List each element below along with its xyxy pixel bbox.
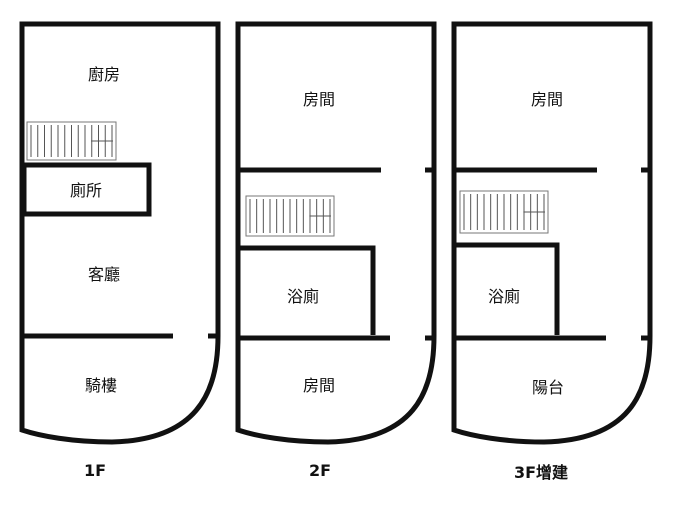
floor-1f-toilet-walls	[21, 162, 152, 217]
room-label-living-room: 客廳	[88, 265, 120, 284]
room-label-2f-bedroom-top: 房間	[303, 90, 335, 109]
room-label-2f-bathroom: 浴廁	[287, 287, 319, 306]
floor-3f-bathroom-walls	[456, 242, 560, 335]
floor-1f-stairs	[26, 121, 117, 161]
room-label-3f-bedroom: 房間	[531, 90, 563, 109]
floor-3f-stairs	[459, 190, 549, 234]
room-label-3f-bathroom: 浴廁	[488, 287, 520, 306]
room-label-3f-balcony: 陽台	[532, 378, 564, 397]
room-label-arcade: 騎樓	[85, 376, 117, 395]
room-label-kitchen: 廚房	[88, 65, 120, 84]
floor-1f-outline	[19, 21, 221, 445]
floor-3f: 房間 浴廁 陽台 3F增建	[451, 21, 653, 482]
floor-3f-outline	[451, 21, 653, 445]
floor-2f-outline	[235, 21, 437, 445]
floor-label-2f: 2F	[309, 461, 331, 480]
floor-2f: 房間 浴廁 房間 2F	[235, 21, 437, 480]
floor-2f-stairs	[245, 195, 335, 237]
room-label-toilet: 廁所	[70, 181, 102, 200]
floor-label-1f: 1F	[84, 461, 106, 480]
floor-2f-bathroom-walls	[240, 245, 376, 335]
floor-1f: 廚房 廁所 客廳 騎樓 1F	[19, 21, 221, 480]
room-label-2f-bedroom-bottom: 房間	[303, 376, 335, 395]
floor-label-3f: 3F增建	[514, 463, 568, 482]
